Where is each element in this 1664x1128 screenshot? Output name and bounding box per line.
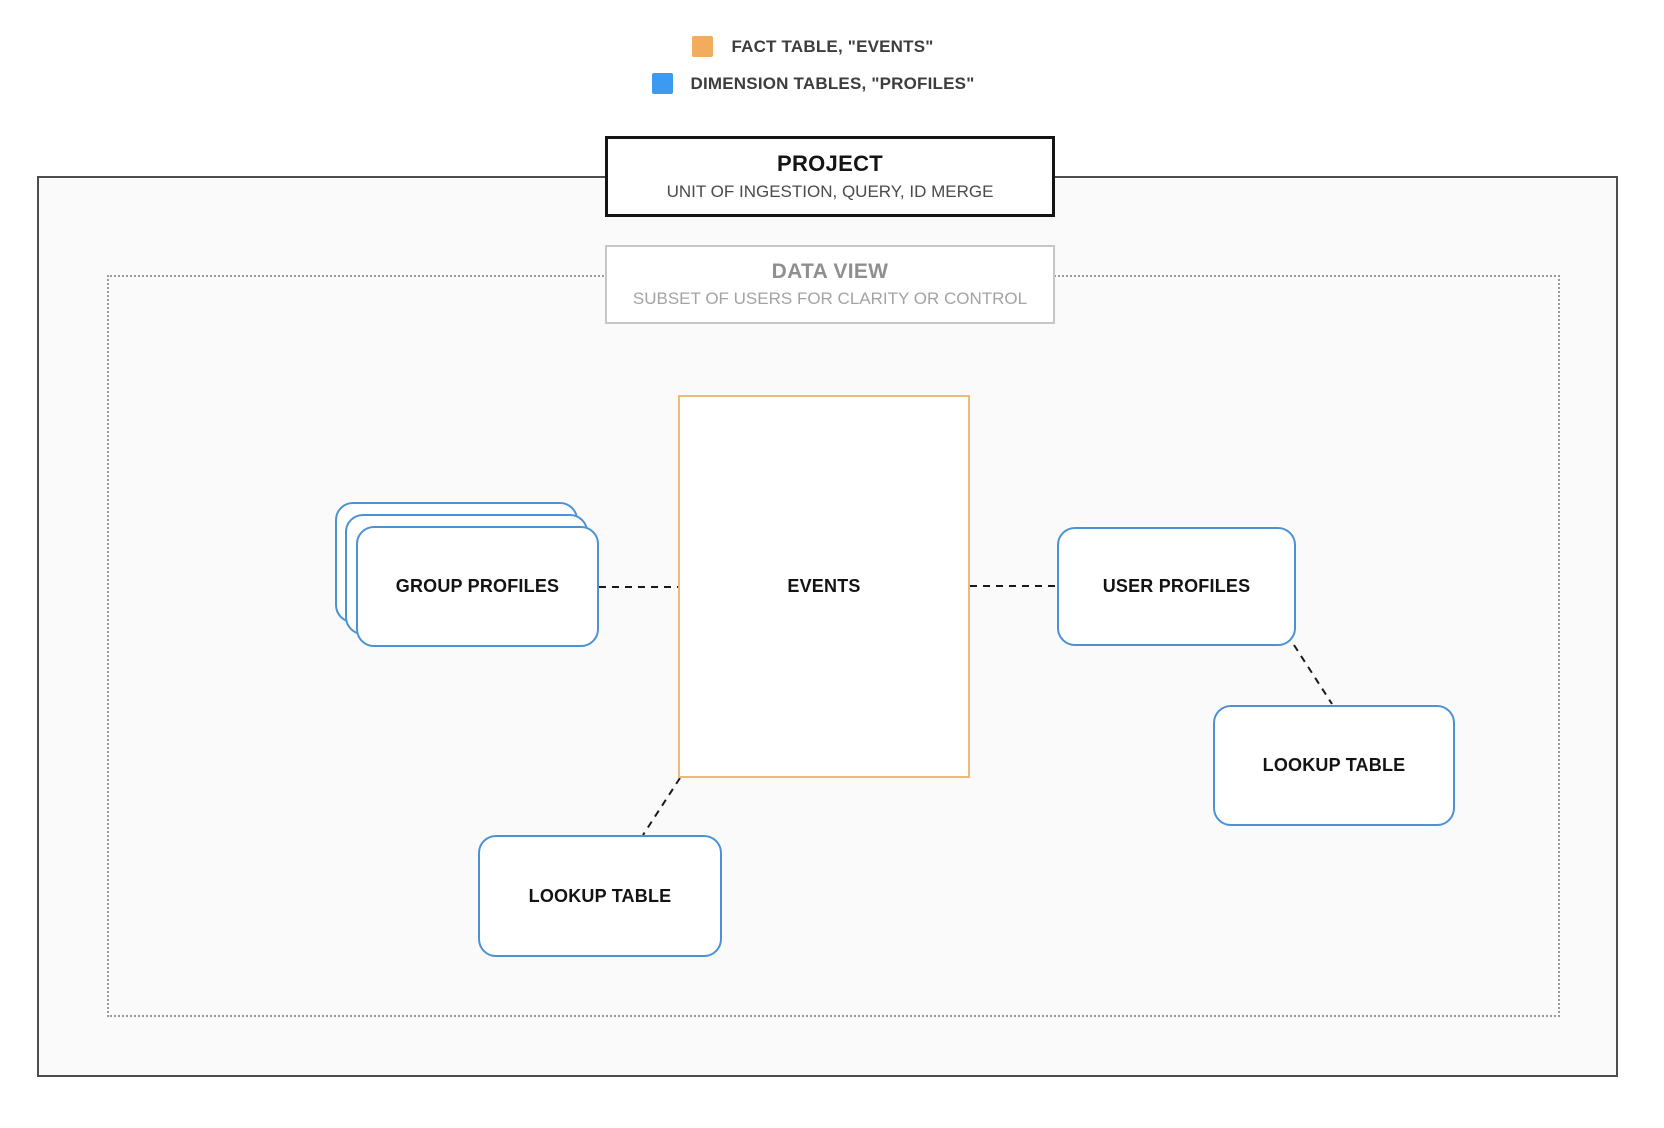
node-lookup-table-right-label: LOOKUP TABLE bbox=[1262, 755, 1406, 775]
node-group-profiles: GROUP PROFILES bbox=[356, 526, 599, 647]
legend-item-fact-table: FACT TABLE, "EVENTS" bbox=[692, 36, 933, 57]
node-lookup-table-right: LOOKUP TABLE bbox=[1213, 705, 1455, 826]
data-view-header: DATA VIEW SUBSET OF USERS FOR CLARITY OR… bbox=[605, 245, 1055, 324]
node-lookup-table-bottom-label: LOOKUP TABLE bbox=[528, 885, 672, 906]
node-events: EVENTS bbox=[678, 395, 970, 778]
project-title: PROJECT bbox=[776, 151, 883, 176]
data-view-title: DATA VIEW bbox=[771, 260, 889, 283]
legend-item-dimension-tables: DIMENSION TABLES, "PROFILES" bbox=[651, 73, 975, 94]
legend-label: DIMENSION TABLES, "PROFILES" bbox=[690, 73, 975, 93]
node-group-profiles-label: GROUP PROFILES bbox=[395, 576, 560, 596]
legend-label: FACT TABLE, "EVENTS" bbox=[731, 36, 934, 56]
node-events-label: EVENTS bbox=[787, 576, 861, 596]
node-user-profiles-label: USER PROFILES bbox=[1102, 576, 1251, 596]
data-view-subtitle: SUBSET OF USERS FOR CLARITY OR CONTROL bbox=[632, 289, 1028, 308]
project-subtitle: UNIT OF INGESTION, QUERY, ID MERGE bbox=[666, 182, 994, 201]
node-lookup-table-bottom: LOOKUP TABLE bbox=[478, 835, 722, 957]
dimension-table-swatch-icon bbox=[651, 73, 673, 94]
legend: FACT TABLE, "EVENTS" DIMENSION TABLES, "… bbox=[0, 36, 1645, 94]
fact-table-swatch-icon bbox=[692, 36, 714, 57]
node-user-profiles: USER PROFILES bbox=[1057, 527, 1296, 646]
project-header: PROJECT UNIT OF INGESTION, QUERY, ID MER… bbox=[605, 136, 1055, 217]
